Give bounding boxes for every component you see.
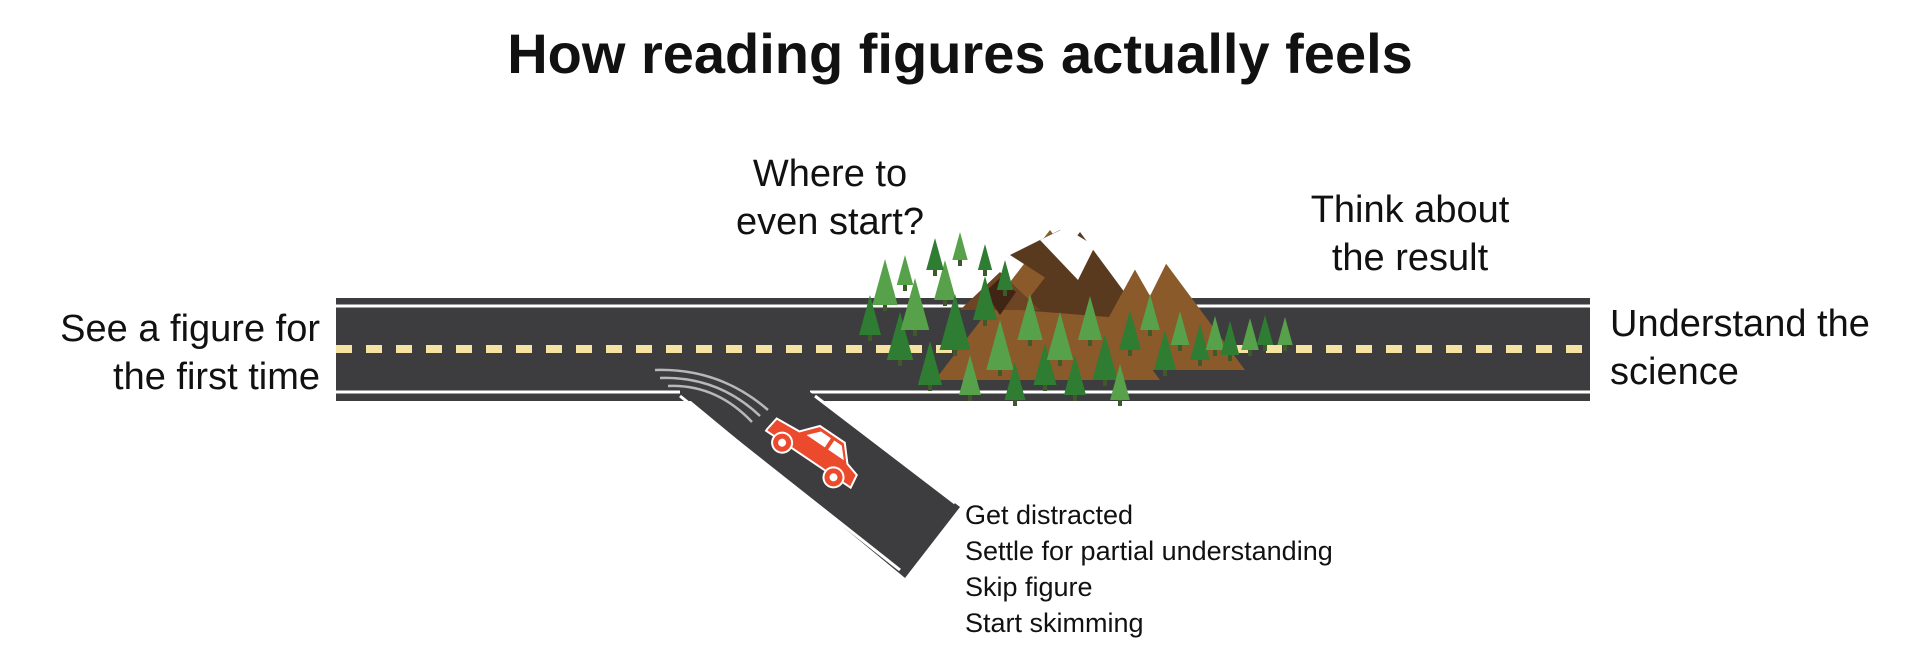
obstacle-label: Where to even start? [736, 153, 924, 243]
pine-tree [1277, 317, 1293, 345]
detour-outcome: Settle for partial understanding [965, 536, 1333, 566]
pine-tree-trunk [1198, 360, 1202, 366]
pine-tree [926, 238, 944, 270]
pine-tree [986, 320, 1014, 370]
pine-tree [896, 255, 914, 285]
pine-tree [1004, 362, 1026, 400]
pine-tree-trunk [1248, 350, 1252, 356]
pine-tree [939, 294, 971, 350]
pine-tree-trunk [1073, 395, 1077, 401]
pine-tree-trunk [1178, 345, 1182, 351]
pine-tree-trunk [1228, 355, 1232, 361]
pine-tree-trunk [1213, 350, 1217, 356]
pine-tree [934, 260, 956, 300]
pine-tree-trunk [1148, 330, 1152, 336]
car-icon [764, 417, 858, 490]
pine-tree-trunk [883, 305, 887, 311]
pine-tree-trunk [1058, 360, 1062, 366]
pine-tree-trunk [983, 270, 987, 276]
pine-tree-icon [859, 232, 1293, 406]
pine-tree-trunk [983, 320, 987, 326]
pine-tree-trunk [1128, 350, 1132, 356]
pine-tree-trunk [943, 300, 947, 306]
pine-tree-trunk [953, 350, 957, 356]
detour-outcomes-list: Get distracted Settle for partial unders… [965, 497, 1333, 641]
pine-tree-trunk [1263, 345, 1267, 351]
pine-tree [1077, 296, 1103, 340]
pine-tree-trunk [1028, 340, 1032, 346]
pine-tree [1241, 318, 1259, 350]
detour-edge-right [814, 394, 956, 505]
pine-tree-trunk [1283, 345, 1287, 351]
pine-tree [886, 312, 914, 360]
pine-tree-trunk [903, 285, 907, 291]
pine-tree [952, 232, 968, 260]
pine-tree [1140, 294, 1160, 330]
pine-tree [996, 260, 1014, 290]
pine-tree-trunk [1013, 400, 1017, 406]
detour-edge-left [679, 394, 901, 572]
pine-tree [1154, 330, 1176, 370]
pine-tree [1190, 324, 1210, 360]
detour-road [680, 392, 960, 578]
pine-tree-trunk [968, 395, 972, 401]
pine-tree-trunk [1003, 290, 1007, 296]
pine-tree-trunk [1088, 340, 1092, 346]
think-label: Think about the result [1310, 189, 1510, 279]
pine-tree [972, 276, 998, 320]
pine-tree-trunk [898, 360, 902, 366]
pine-tree [859, 295, 881, 335]
pine-tree-trunk [1163, 370, 1167, 376]
pine-tree [1064, 355, 1086, 395]
pine-tree [977, 244, 993, 270]
pine-tree [1205, 316, 1225, 350]
pine-tree [959, 355, 981, 395]
pine-tree-trunk [1043, 385, 1047, 391]
pine-tree-trunk [1118, 400, 1122, 406]
diagram-title: How reading figures actually feels [507, 22, 1413, 85]
pine-tree-trunk [868, 335, 872, 341]
pine-tree [1046, 312, 1074, 360]
pine-tree-trunk [928, 385, 932, 391]
end-label: Understand the science [1610, 303, 1870, 393]
pine-tree [1256, 315, 1274, 345]
pine-tree [1220, 321, 1240, 355]
pine-tree [1092, 334, 1118, 380]
pine-tree-trunk [958, 260, 962, 266]
pine-tree [1170, 311, 1190, 345]
pine-tree-trunk [1103, 380, 1107, 386]
pine-tree-trunk [913, 330, 917, 336]
pine-tree [1017, 294, 1043, 340]
pine-tree-trunk [998, 370, 1002, 376]
skid-marks [654, 368, 769, 423]
detour-outcome: Start skimming [965, 608, 1144, 638]
pine-tree [872, 259, 898, 305]
pine-tree [1110, 364, 1130, 400]
pine-tree-trunk [933, 270, 937, 276]
detour-outcome: Get distracted [965, 500, 1134, 530]
pine-tree [1033, 343, 1057, 385]
pine-tree [900, 278, 930, 330]
pine-tree [917, 341, 943, 385]
start-label: See a figure for the first time [60, 308, 320, 398]
pine-tree [1119, 310, 1141, 350]
detour-outcome: Skip figure [965, 572, 1093, 602]
